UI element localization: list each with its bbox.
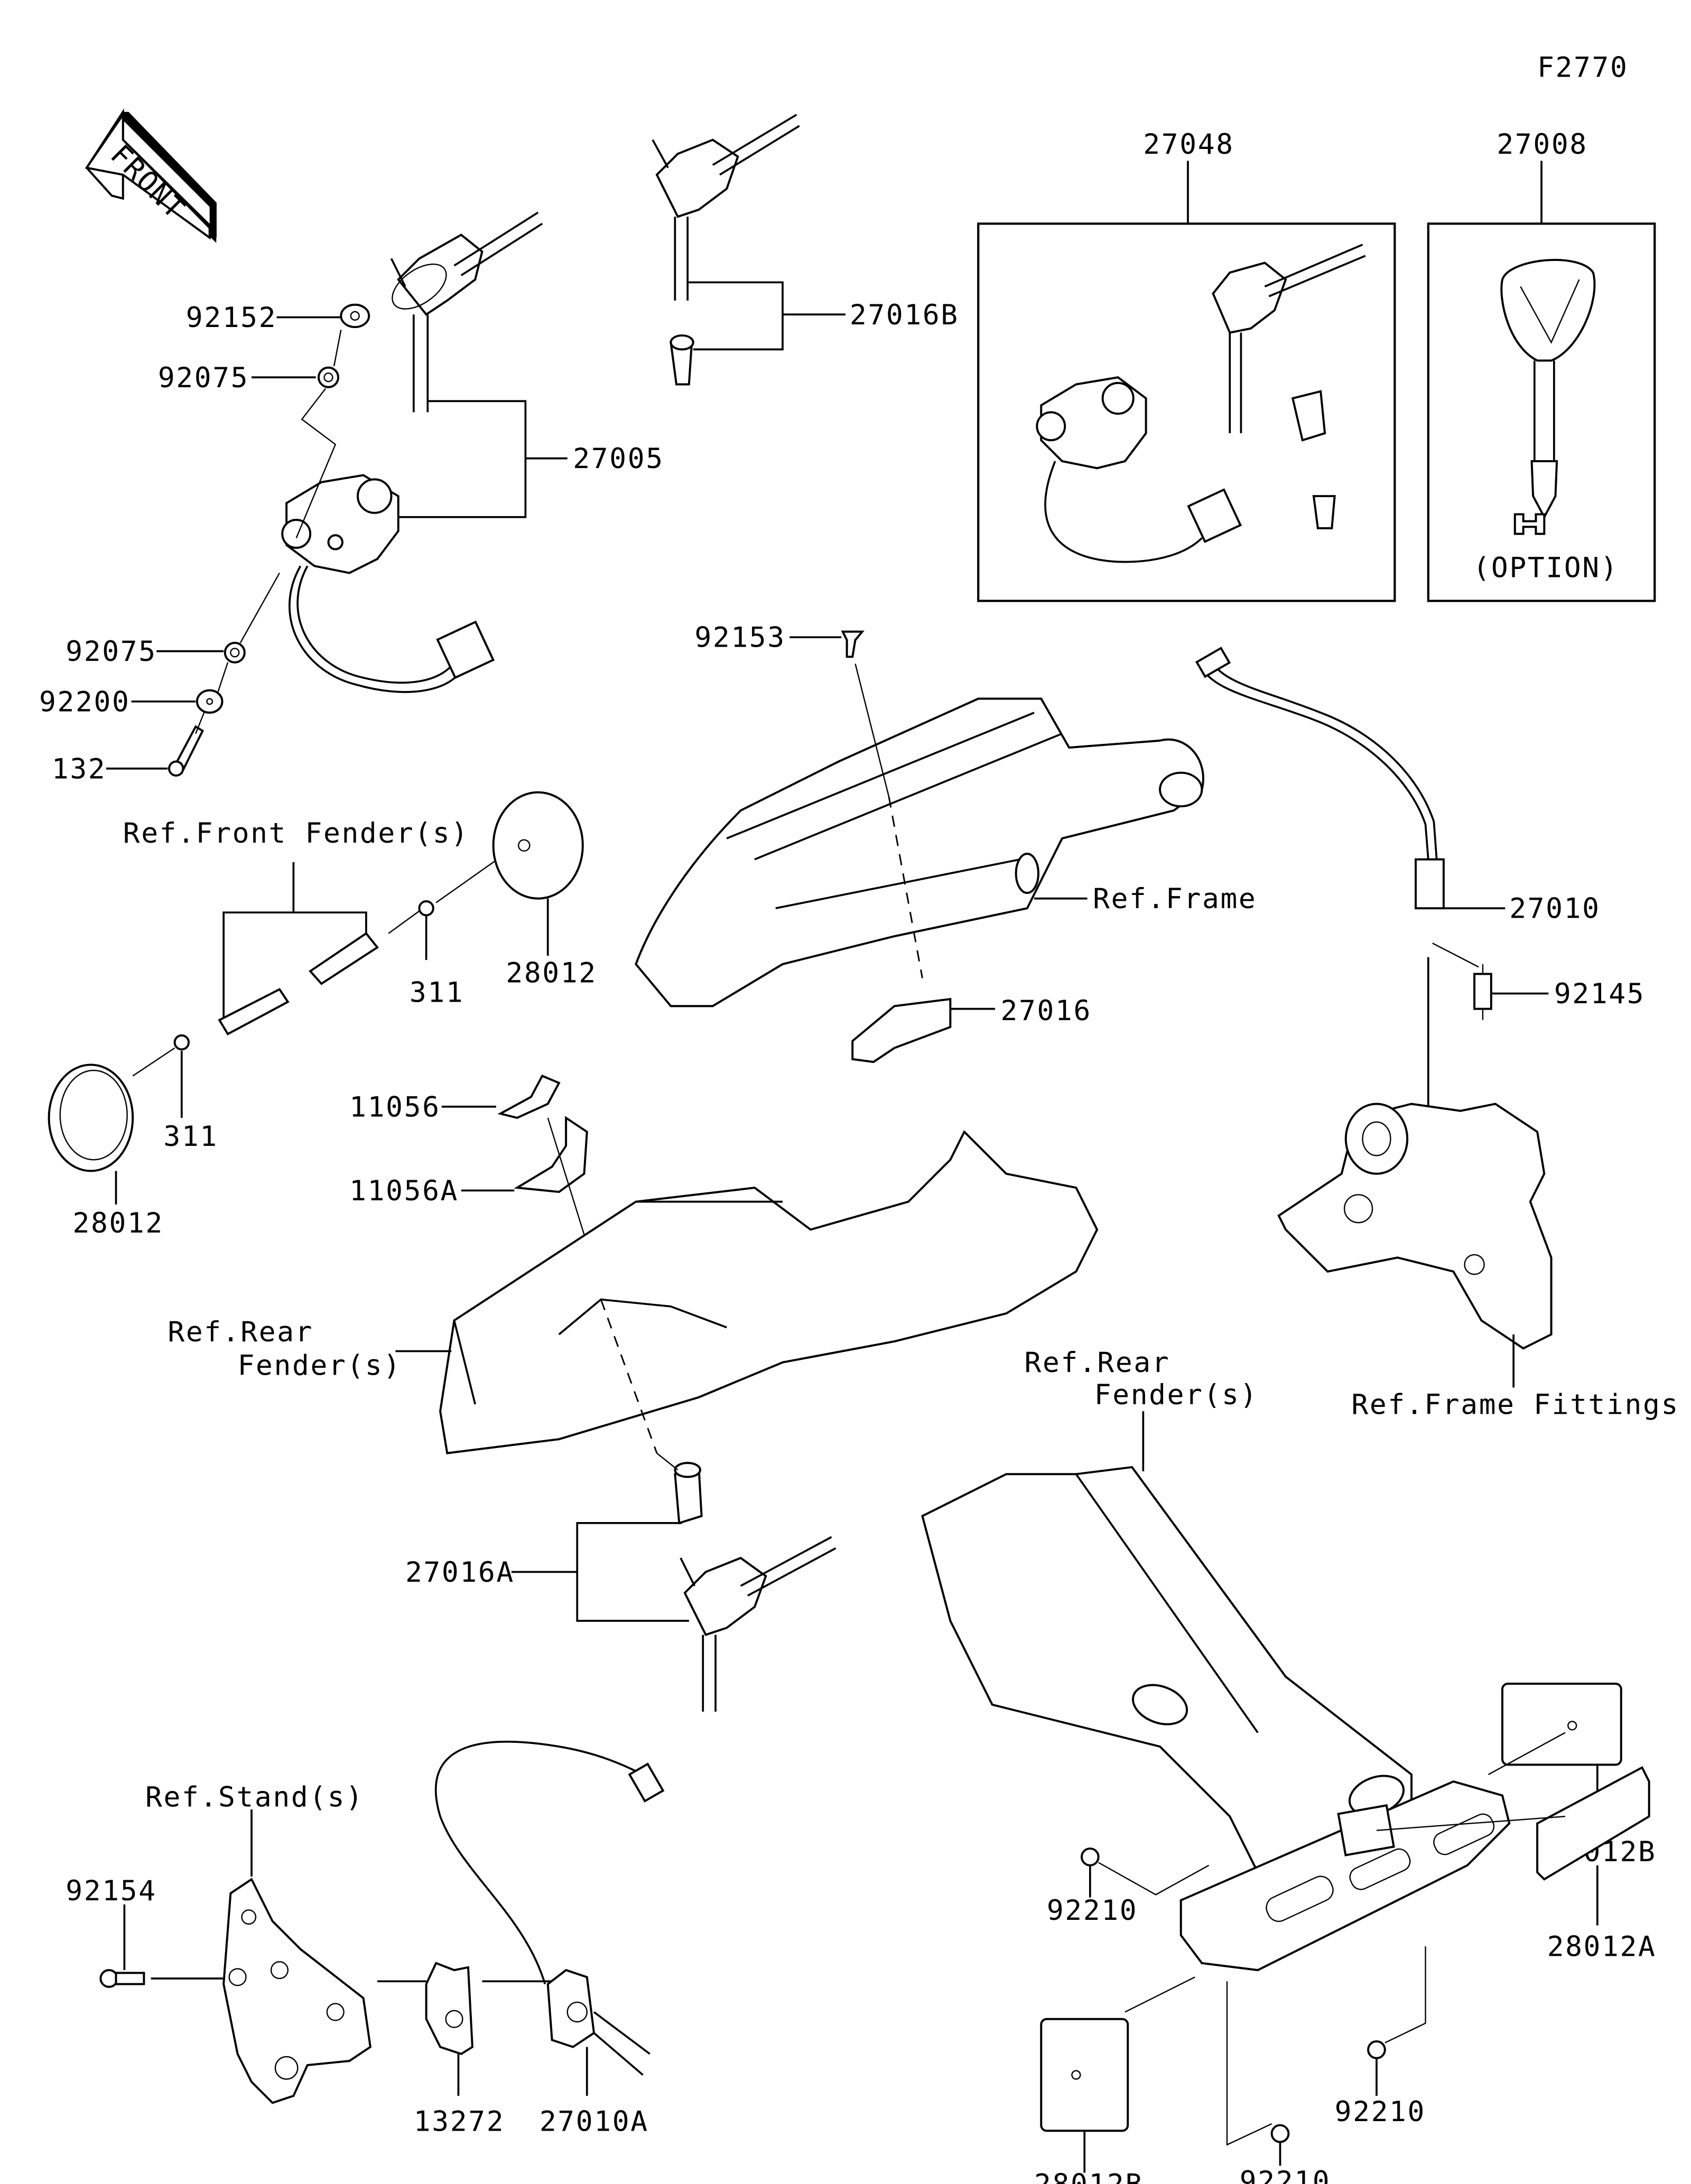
label-ref-frame-fittings: Ref.Frame Fittings — [1351, 1389, 1679, 1421]
bolt-92154 — [99, 1969, 145, 1988]
key-blank-27008 — [1500, 259, 1596, 535]
kit-27048-contents — [1036, 244, 1366, 563]
label-92210-b: 92210 — [1335, 2096, 1426, 2128]
label-ref-rear-fender-left-2: Fender(s) — [238, 1350, 402, 1382]
label-92154: 92154 — [66, 1875, 156, 1907]
nut-92210-a — [1080, 1847, 1100, 1866]
bracket-11056A — [514, 1116, 588, 1193]
lock-27016A — [674, 1462, 703, 1525]
label-27048: 27048 — [1143, 128, 1234, 161]
label-ref-front-fender: Ref.Front Fender(s) — [123, 817, 469, 850]
reflector-28012-right — [492, 791, 584, 900]
bolt-132 — [168, 725, 205, 777]
license-bracket — [1179, 1780, 1511, 1972]
label-11056A: 11056A — [349, 1175, 459, 1207]
label-27016B: 27016B — [850, 299, 959, 331]
reflector-28012B-bottom — [1040, 2018, 1129, 2132]
spring-92145 — [1473, 964, 1492, 1020]
switch-27010 — [1195, 647, 1445, 910]
frame-fittings-reference — [1277, 1103, 1553, 1350]
lock-cylinder-27016B — [670, 334, 694, 386]
washer-92152 — [340, 303, 370, 329]
label-27008: 27008 — [1497, 128, 1587, 161]
label-11056: 11056 — [349, 1091, 440, 1123]
label-27016: 27016 — [1001, 995, 1092, 1027]
option-note: (OPTION) — [1473, 552, 1619, 584]
label-27010A: 27010A — [540, 2105, 649, 2138]
label-92210-c: 92210 — [1240, 2166, 1331, 2184]
rear-fender-reference — [439, 1130, 1099, 1454]
label-92145: 92145 — [1554, 978, 1645, 1010]
label-92210-a: 92210 — [1047, 1894, 1138, 1927]
label-311-right: 311 — [410, 976, 464, 1009]
label-92152: 92152 — [186, 302, 277, 334]
key-set-27016A — [680, 1536, 837, 1712]
label-92200: 92200 — [39, 686, 130, 718]
label-ref-stand: Ref.Stand(s) — [145, 1781, 364, 1814]
stand-plate-reference — [222, 1878, 371, 2104]
ignition-key-set-27005 — [390, 211, 543, 413]
label-92075-bottom: 92075 — [66, 636, 156, 668]
kit-box-27048 — [977, 222, 1396, 602]
nut-311-right — [418, 900, 434, 917]
label-27010: 27010 — [1509, 893, 1600, 925]
kit-box-27008 — [1427, 222, 1656, 602]
plate-13272 — [425, 1962, 473, 2056]
screw-92153 — [841, 630, 865, 658]
switch-27010A — [434, 1740, 665, 2076]
key-set-27016B — [652, 114, 800, 301]
label-28012A: 28012A — [1547, 1931, 1657, 1963]
label-ref-frame: Ref.Frame — [1093, 883, 1257, 915]
nut-92210-b — [1367, 2040, 1386, 2059]
nut-311-left — [173, 1034, 190, 1051]
nut-92210-c — [1270, 2124, 1290, 2143]
washer-92200 — [196, 689, 224, 714]
label-ref-rear-fender-right-2: Fender(s) — [1094, 1379, 1258, 1411]
label-132: 132 — [52, 753, 106, 785]
stud-bolt-upper — [309, 932, 379, 985]
label-13272: 13272 — [414, 2105, 505, 2138]
label-28012B-bottom: 28012B — [1034, 2168, 1144, 2184]
label-ref-rear-fender-right-1: Ref.Rear — [1025, 1347, 1170, 1379]
reflector-28012A — [1536, 1766, 1650, 1881]
label-27016A: 27016A — [405, 1556, 515, 1589]
reflector-28012-left — [48, 1063, 134, 1172]
reflector-28012B-top — [1501, 1683, 1622, 1766]
label-27005: 27005 — [573, 443, 664, 475]
label-311-left: 311 — [163, 1121, 218, 1153]
stud-bolt-lower — [218, 988, 290, 1035]
diagram-code: F2770 — [1537, 52, 1628, 84]
front-arrow-icon: FRONT — [85, 108, 217, 243]
frame-reference — [635, 697, 1204, 1007]
label-28012-right: 28012 — [506, 957, 597, 989]
label-ref-rear-fender-left-1: Ref.Rear — [168, 1316, 313, 1348]
washer-92075-bottom — [224, 641, 246, 664]
clip-11056 — [497, 1075, 561, 1119]
label-92075-top: 92075 — [158, 362, 249, 394]
ignition-switch-body — [281, 474, 495, 693]
label-92153: 92153 — [694, 622, 785, 654]
washer-92075-top — [317, 366, 339, 388]
bracket-27016 — [851, 997, 952, 1063]
label-28012-left: 28012 — [73, 1207, 164, 1239]
